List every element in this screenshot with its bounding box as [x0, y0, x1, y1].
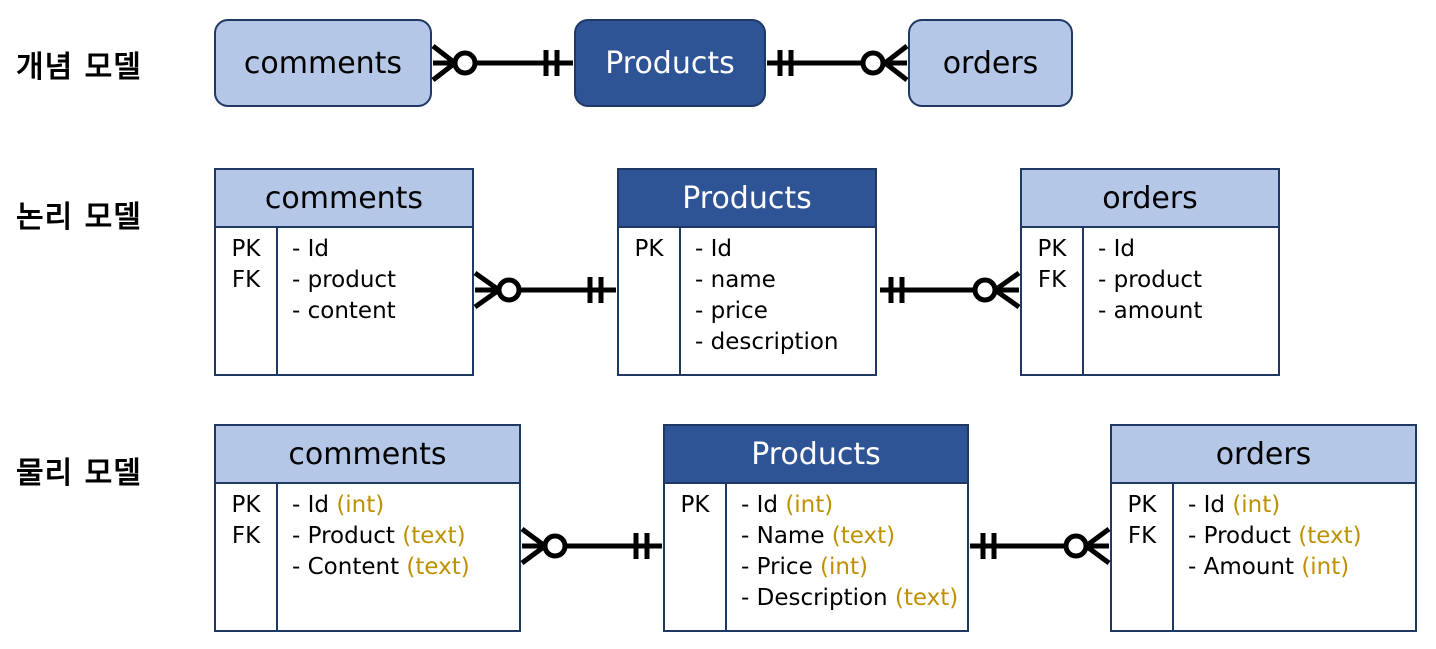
table-header: comments [216, 426, 519, 484]
attribute-name: - Product [1188, 523, 1291, 549]
physical-orders-table: orders PK FK - Id (int) - Product (text)… [1110, 424, 1417, 632]
attribute-name: - Product [292, 523, 395, 549]
attribute-type: (int) [785, 492, 834, 518]
conceptual-relationship-comments-products [431, 44, 573, 82]
attribute-type: (text) [894, 585, 959, 611]
table-header: Products [619, 170, 875, 228]
conceptual-products-entity: Products [574, 19, 766, 107]
attribute-type: (int) [336, 492, 385, 518]
key-label: PK [680, 492, 710, 518]
logical-relationship-products-orders [880, 270, 1021, 310]
attribute-name: - Id [741, 492, 778, 518]
attribute: - Id [292, 236, 329, 262]
conceptual-relationship-products-orders [767, 44, 909, 82]
attribute: - Product (text) [292, 521, 519, 552]
attribute: - price [695, 298, 768, 324]
row-label-conceptual: 개념 모델 [16, 50, 142, 85]
key-label: FK [231, 267, 261, 293]
attribute: - Price (int) [741, 552, 967, 583]
attribute: - name [695, 267, 776, 293]
table-header: orders [1022, 170, 1278, 228]
row-label-logical: 논리 모델 [16, 200, 142, 235]
attribute: - Name (text) [741, 521, 967, 552]
attribute: - content [292, 298, 396, 324]
attribute-name: - Price [741, 554, 813, 580]
attribute-name: - Id [292, 492, 329, 518]
key-column: PK FK [1112, 484, 1174, 630]
key-label: PK [1037, 236, 1067, 262]
attribute-column: - Id - name - price - description [681, 228, 875, 358]
attribute-type: (text) [1298, 523, 1362, 549]
attribute: - Id [695, 236, 732, 262]
attribute-name: - Amount [1188, 554, 1294, 580]
key-label: PK [231, 492, 261, 518]
attribute-type: (int) [820, 554, 868, 580]
attribute: - product [1098, 267, 1203, 293]
attribute: - product [292, 267, 397, 293]
table-header: orders [1112, 426, 1415, 484]
key-label: PK [231, 236, 261, 262]
row-label-physical: 물리 모델 [16, 456, 142, 491]
conceptual-comments-entity: comments [214, 19, 432, 107]
attribute-column: - Id (int) - Product (text) - Amount (in… [1174, 484, 1415, 583]
physical-relationship-products-orders [970, 526, 1111, 566]
attribute-type: (text) [406, 554, 470, 580]
attribute-column: - Id (int) - Name (text) - Price (int) -… [727, 484, 967, 614]
conceptual-orders-entity: orders [908, 19, 1073, 107]
logical-relationship-comments-products [473, 270, 616, 310]
attribute-column: - Id - product - content [278, 228, 472, 327]
attribute-type: (text) [402, 523, 466, 549]
attribute: - Product (text) [1188, 521, 1415, 552]
physical-products-table: Products PK - Id (int) - Name (text) - P… [663, 424, 969, 632]
key-column: PK FK [1022, 228, 1084, 374]
key-label: FK [1037, 267, 1067, 293]
table-header: comments [216, 170, 472, 228]
attribute-type: (int) [1232, 492, 1281, 518]
attribute: - Amount (int) [1188, 552, 1415, 583]
key-column: PK [665, 484, 727, 630]
key-label: FK [1127, 523, 1157, 549]
attribute: - Description (text) [741, 583, 967, 614]
key-column: PK FK [216, 484, 278, 630]
physical-relationship-comments-products [520, 526, 662, 566]
logical-products-table: Products PK - Id - name - price - descri… [617, 168, 877, 376]
attribute: - Content (text) [292, 552, 519, 583]
attribute-column: - Id - product - amount [1084, 228, 1278, 327]
attribute: - description [695, 329, 839, 355]
attribute: - Id [1098, 236, 1135, 262]
attribute-name: - Content [292, 554, 400, 580]
attribute: - Id (int) [292, 490, 519, 521]
attribute-name: - Description [741, 585, 888, 611]
attribute: - Id (int) [1188, 490, 1415, 521]
attribute: - Id (int) [741, 490, 967, 521]
attribute-type: (text) [831, 523, 896, 549]
table-header: Products [665, 426, 967, 484]
attribute-type: (int) [1301, 554, 1350, 580]
key-column: PK FK [216, 228, 278, 374]
attribute-name: - Id [1188, 492, 1225, 518]
logical-orders-table: orders PK FK - Id - product - amount [1020, 168, 1280, 376]
attribute-name: - Name [741, 523, 825, 549]
logical-comments-table: comments PK FK - Id - product - content [214, 168, 474, 376]
attribute: - amount [1098, 298, 1203, 324]
key-label: PK [634, 236, 664, 262]
key-column: PK [619, 228, 681, 374]
key-label: FK [231, 523, 261, 549]
attribute-column: - Id (int) - Product (text) - Content (t… [278, 484, 519, 583]
key-label: PK [1127, 492, 1157, 518]
physical-comments-table: comments PK FK - Id (int) - Product (tex… [214, 424, 521, 632]
